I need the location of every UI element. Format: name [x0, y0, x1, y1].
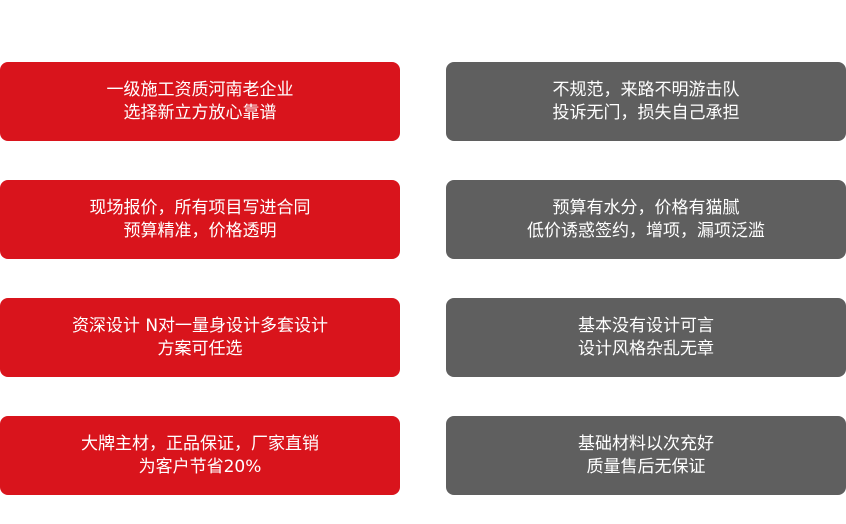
advantage-card-materials: 大牌主材，正品保证，厂家直销 为客户节省20%: [0, 416, 400, 495]
card-line: 预算有水分，价格有猫腻: [552, 197, 740, 218]
card-line: 基础材料以次充好: [578, 433, 714, 454]
card-line: 为客户节省20%: [138, 456, 262, 477]
card-line: 基本没有设计可言: [578, 315, 714, 336]
disadvantage-card-materials: 基础材料以次充好 质量售后无保证: [446, 416, 846, 495]
card-line: 低价诱惑签约，增项，漏项泛滥: [527, 220, 765, 241]
disadvantage-card-qualification: 不规范，来路不明游击队 投诉无门，损失自己承担: [446, 62, 846, 141]
card-line: 一级施工资质河南老企业: [106, 79, 294, 100]
card-line: 现场报价，所有项目写进合同: [89, 197, 311, 218]
card-line: 资深设计 N对一量身设计多套设计: [71, 315, 329, 336]
card-line: 设计风格杂乱无章: [578, 338, 714, 359]
card-line: 预算精准，价格透明: [123, 220, 277, 241]
advantage-card-qualification: 一级施工资质河南老企业 选择新立方放心靠谱: [0, 62, 400, 141]
card-line: 不规范，来路不明游击队: [552, 79, 740, 100]
disadvantage-card-pricing: 预算有水分，价格有猫腻 低价诱惑签约，增项，漏项泛滥: [446, 180, 846, 259]
advantage-card-design: 资深设计 N对一量身设计多套设计 方案可任选: [0, 298, 400, 377]
card-line: 方案可任选: [157, 338, 243, 359]
disadvantage-card-design: 基本没有设计可言 设计风格杂乱无章: [446, 298, 846, 377]
card-line: 大牌主材，正品保证，厂家直销: [81, 433, 319, 454]
card-line: 投诉无门，损失自己承担: [552, 102, 740, 123]
card-line: 选择新立方放心靠谱: [123, 102, 277, 123]
card-line: 质量售后无保证: [586, 456, 706, 477]
advantage-card-pricing: 现场报价，所有项目写进合同 预算精准，价格透明: [0, 180, 400, 259]
